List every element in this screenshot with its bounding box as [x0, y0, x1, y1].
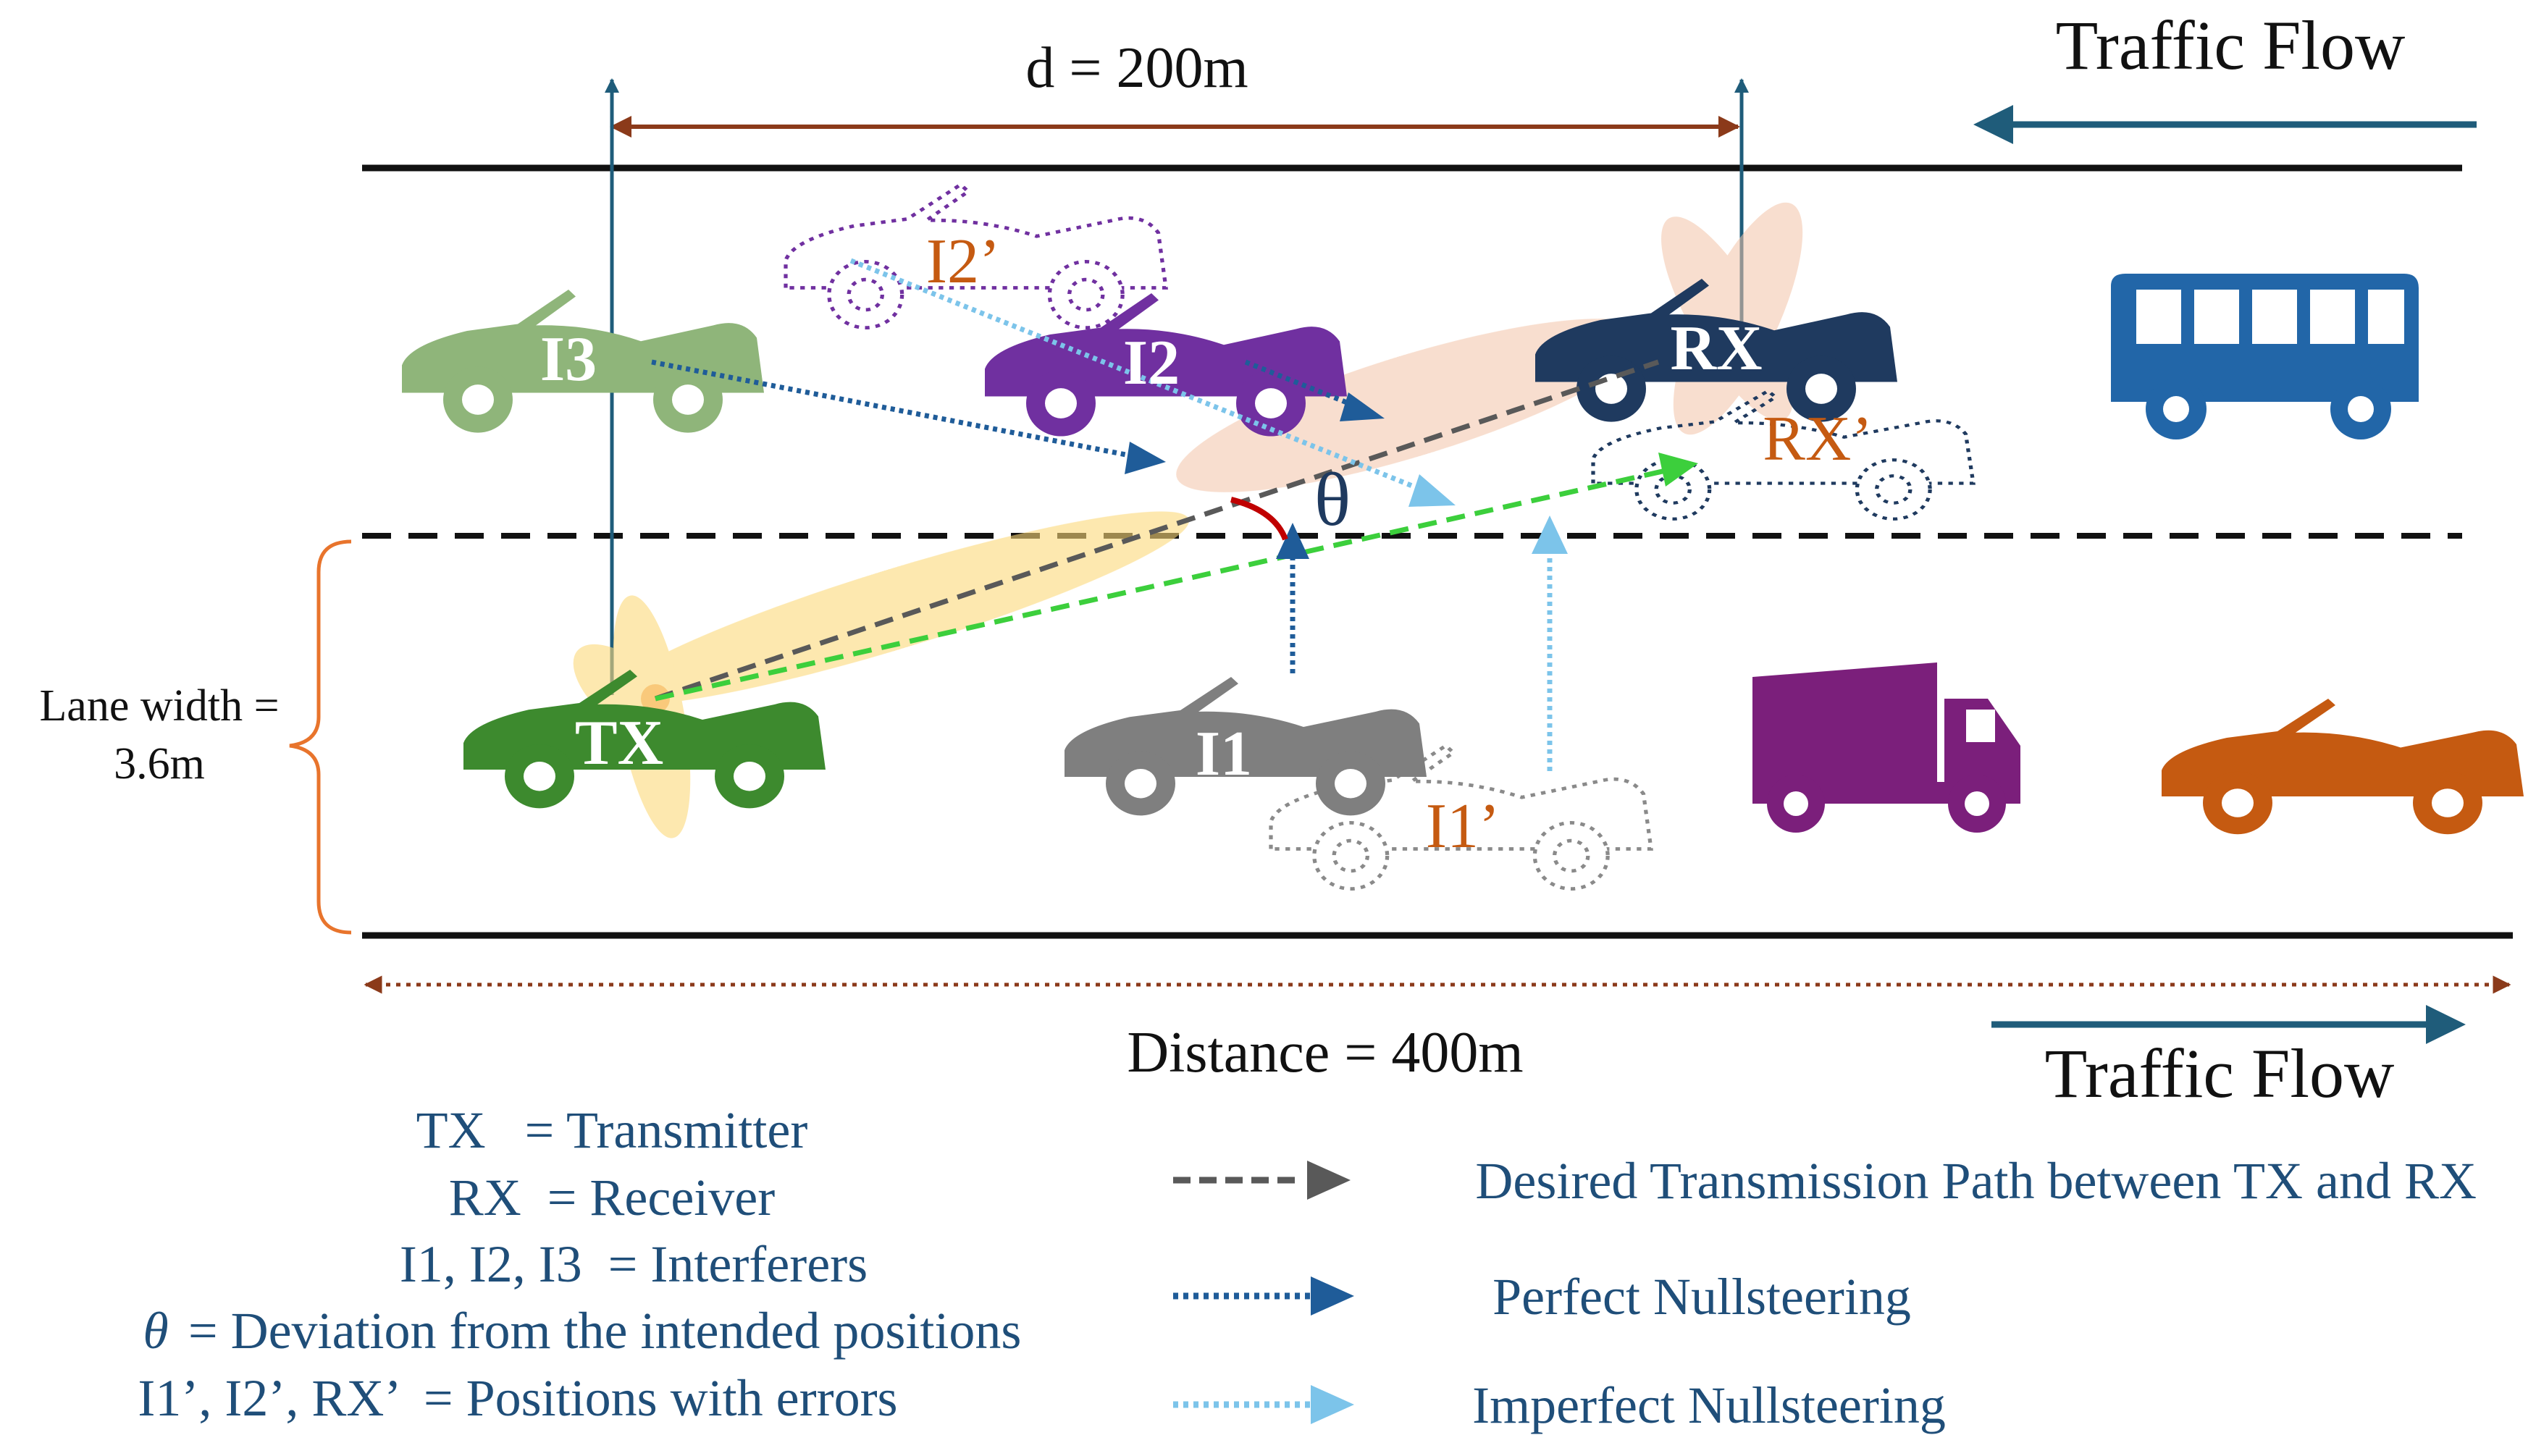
- legend: Desired Transmission Path between TX and…: [1173, 1152, 2477, 1434]
- definition-theta: = Deviation from the intended positions: [188, 1302, 1021, 1360]
- traffic-flow-bottom-label: Traffic Flow: [2045, 1035, 2395, 1112]
- definition-tx: TX = Transmitter: [416, 1101, 808, 1159]
- tx-label: TX: [575, 708, 663, 778]
- i2-error-label: I2’: [926, 227, 1001, 297]
- orange-car: [2162, 699, 2524, 835]
- lane-width-label-line1: Lane width =: [39, 681, 279, 731]
- i3-label: I3: [540, 324, 597, 395]
- green-error-path-arrowhead: [1658, 453, 1698, 487]
- legend-perfect-arrowhead: [1311, 1276, 1354, 1316]
- legend-imperfect-arrowhead: [1311, 1385, 1354, 1424]
- theta-label: θ: [1314, 457, 1351, 542]
- i2-label: I2: [1123, 328, 1180, 398]
- i2-error-null-arrowhead: [1408, 474, 1456, 507]
- i2-null-arrowhead: [1340, 392, 1385, 421]
- truck-icon: [1752, 662, 2020, 833]
- legend-imperfect-label: Imperfect Nullsteering: [1472, 1376, 1946, 1434]
- definition-theta-symbol: θ: [143, 1302, 168, 1360]
- i1-error-label: I1’: [1426, 791, 1500, 862]
- traffic-flow-top-arrowhead: [1973, 105, 2013, 144]
- green-error-path-arrow: [655, 468, 1666, 702]
- legend-perfect-label: Perfect Nullsteering: [1492, 1268, 1911, 1326]
- rx-error-label: RX’: [1763, 404, 1873, 474]
- i1-label: I1: [1196, 719, 1252, 789]
- definition-interferers: I1, I2, I3 = Interferers: [400, 1235, 868, 1293]
- i3-null-arrowhead: [1125, 442, 1166, 474]
- i3-null-arrow: [651, 359, 1134, 459]
- bus-icon: [2111, 274, 2419, 439]
- rx-label: RX: [1670, 313, 1762, 384]
- lane-width-label-line2: 3.6m: [114, 739, 205, 788]
- traffic-flow-bottom-arrowhead: [2426, 1005, 2466, 1044]
- i2-error-null-arrow: [849, 258, 1421, 492]
- legend-desired-path-label: Desired Transmission Path between TX and…: [1475, 1152, 2477, 1210]
- distance-200-label: d = 200m: [1025, 36, 1248, 100]
- definition-errors: I1’, I2’, RX’ = Positions with errors: [138, 1369, 897, 1427]
- legend-desired-path-arrowhead: [1307, 1161, 1351, 1200]
- i1-error-null-arrowhead: [1532, 516, 1568, 554]
- lane-width-brace: [289, 539, 352, 935]
- traffic-flow-top-label: Traffic Flow: [2056, 7, 2406, 84]
- i2-null-arrow: [1244, 359, 1356, 408]
- distance-400-label: Distance = 400m: [1127, 1021, 1523, 1085]
- theta-arc: [1230, 497, 1288, 541]
- desired-path-arrow: [654, 359, 1660, 702]
- definition-rx: RX = Receiver: [449, 1169, 775, 1226]
- i1-null-arrowhead: [1276, 523, 1309, 559]
